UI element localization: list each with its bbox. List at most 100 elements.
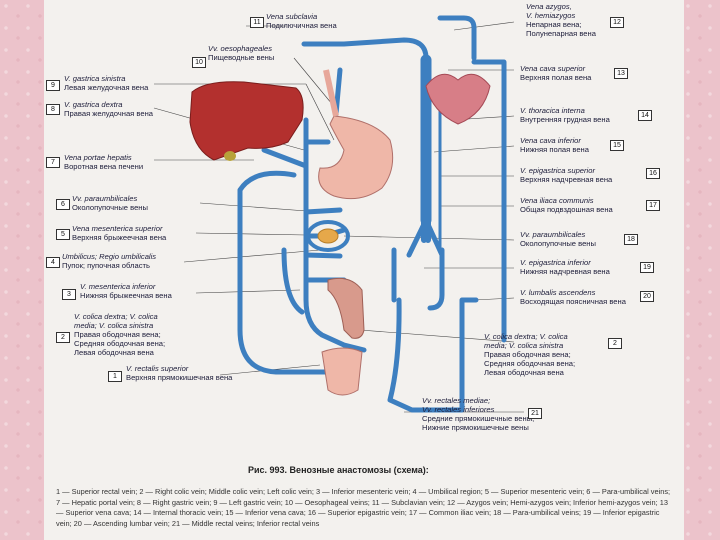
document-page: 11 Vena subclavia Подключичная вена 10 V… [44,0,684,540]
latin-name: Vv. paraumbilicales [72,194,148,203]
label-superior-epigastric-vein: V. epigastrica superior Верхняя надчревн… [520,166,612,184]
label-internal-thoracic-vein: V. thoracica interna Внутренняя грудная … [520,106,610,124]
latin-name-2: media; V. colica sinistra [74,321,165,330]
russian-name: Околопупочные вены [72,203,148,212]
russian-name: Внутренняя грудная вена [520,115,610,124]
heart [426,74,490,124]
latin-name: V. epigastrica superior [520,166,612,175]
latin-name-2: V. hemiazygos [526,11,596,20]
label-superior-vena-cava: Vena cava superior Верхняя полая вена [520,64,591,82]
latin-name: Vena iliaca communis [520,196,613,205]
liver [190,82,303,160]
ref-number-21: 21 [528,408,542,419]
ref-number-18: 18 [624,234,638,245]
ref-number-10: 10 [192,57,206,68]
label-colic-veins-right: V. colica dextra; V. colica media; V. co… [484,332,575,377]
latin-name: Umbilicus; Regio umbilicalis [62,252,156,261]
ref-number-20: 20 [640,291,654,302]
ref-number-3: 3 [62,289,76,300]
russian-name: Околопупочные вены [520,239,596,248]
latin-name: Vena mesenterica superior [72,224,166,233]
rectum [322,348,362,395]
russian-name: Верхняя прямокишечная вена [126,373,232,382]
label-inferior-epigastric-vein: V. epigastrica inferior Нижняя надчревна… [520,258,610,276]
latin-name: Vena portae hepatis [64,153,143,162]
figure-legend: 1 — Superior rectal vein; 2 — Right coli… [56,487,676,529]
russian-name: Правая ободочная вена; [74,330,165,339]
label-umbilical-region: Umbilicus; Regio umbilicalis Пупок; пупо… [62,252,156,270]
label-hepatic-portal-vein: Vena portae hepatis Воротная вена печени [64,153,143,171]
russian-name: Пупок; пупочная область [62,261,156,270]
ref-number-11: 11 [250,17,264,28]
ref-number-7: 7 [46,157,60,168]
russian-name-3: Левая ободочная вена [484,368,575,377]
ref-number-19: 19 [640,262,654,273]
label-common-iliac-vein: Vena iliaca communis Общая подвздошная в… [520,196,613,214]
russian-name: Верхняя полая вена [520,73,591,82]
latin-name: V. lumbalis ascendens [520,288,626,297]
russian-name-2: Средняя ободочная вена; [484,359,575,368]
figure-caption: Рис. 993. Венозные анастомозы (схема): [248,465,429,475]
russian-name: Пищеводные вены [208,53,274,62]
ref-number-14: 14 [638,110,652,121]
label-left-gastric-vein: V. gastrica sinistra Левая желудочная ве… [64,74,148,92]
label-superior-mesenteric-vein: Vena mesenterica superior Верхняя брыжее… [72,224,166,242]
label-superior-rectal-vein: V. rectalis superior Верхняя прямокишечн… [126,364,232,382]
latin-name: Vv. rectales mediae; [422,396,534,405]
russian-name: Восходящая поясничная вена [520,297,626,306]
oesophagus [326,70,336,116]
descending-colon [328,278,364,338]
label-inferior-mesenteric-vein: V. mesenterica inferior Нижняя брыжеечна… [80,282,172,300]
label-colic-veins-left: V. colica dextra; V. colica media; V. co… [74,312,165,357]
ref-number-4: 4 [46,257,60,268]
ref-number-13: 13 [614,68,628,79]
label-subclavian-vein: Vena subclavia Подключичная вена [266,12,337,30]
russian-name: Верхняя надчревная вена [520,175,612,184]
label-right-gastric-vein: V. gastrica dextra Правая желудочная вен… [64,100,153,118]
russian-name: Непарная вена; [526,20,596,29]
latin-name: V. epigastrica inferior [520,258,610,267]
latin-name: Vena subclavia [266,12,337,21]
ref-number-6: 6 [56,199,70,210]
label-middle-inferior-rectal-veins: Vv. rectales mediae; Vv. rectales inferi… [422,396,534,432]
latin-name: V. gastrica dextra [64,100,153,109]
russian-name-2: Средняя ободочная вена; [74,339,165,348]
latin-name: Vv. paraumbilicales [520,230,596,239]
stomach [319,116,393,199]
russian-name: Средние прямокишечные вены; [422,414,534,423]
label-azygos-vein: Vena azygos, V. hemiazygos Непарная вена… [526,2,596,38]
ref-number-2-right: 2 [608,338,622,349]
latin-name: Vena cava inferior [520,136,589,145]
russian-name-2: Полунепарная вена [526,29,596,38]
umbilicus [318,229,338,243]
latin-name: V. rectalis superior [126,364,232,373]
label-oesophageal-veins: Vv. oesophageales Пищеводные вены [208,44,274,62]
latin-name: V. colica dextra; V. colica [484,332,575,341]
russian-name: Воротная вена печени [64,162,143,171]
russian-name: Нижняя надчревная вена [520,267,610,276]
russian-name: Правая ободочная вена; [484,350,575,359]
russian-name: Верхняя брыжеечная вена [72,233,166,242]
ref-number-8: 8 [46,104,60,115]
ref-number-17: 17 [646,200,660,211]
label-ascending-lumbar-vein: V. lumbalis ascendens Восходящая пояснич… [520,288,626,306]
russian-name: Подключичная вена [266,21,337,30]
ref-number-15: 15 [610,140,624,151]
latin-name: V. mesenterica inferior [80,282,172,291]
russian-name-2: Нижние прямокишечные вены [422,423,534,432]
label-paraumbilical-veins-right: Vv. paraumbilicales Околопупочные вены [520,230,596,248]
latin-name: Vena cava superior [520,64,591,73]
latin-name-2: Vv. rectales inferiores [422,405,534,414]
latin-name: V. thoracica interna [520,106,610,115]
ref-number-2: 2 [56,332,70,343]
russian-name: Левая желудочная вена [64,83,148,92]
russian-name: Общая подвздошная вена [520,205,613,214]
latin-name: Vv. oesophageales [208,44,274,53]
ref-number-1: 1 [108,371,122,382]
ref-number-9: 9 [46,80,60,91]
latin-name: V. colica dextra; V. colica [74,312,165,321]
ref-number-16: 16 [646,168,660,179]
latin-name: Vena azygos, [526,2,596,11]
label-inferior-vena-cava: Vena cava inferior Нижняя полая вена [520,136,589,154]
russian-name-3: Левая ободочная вена [74,348,165,357]
